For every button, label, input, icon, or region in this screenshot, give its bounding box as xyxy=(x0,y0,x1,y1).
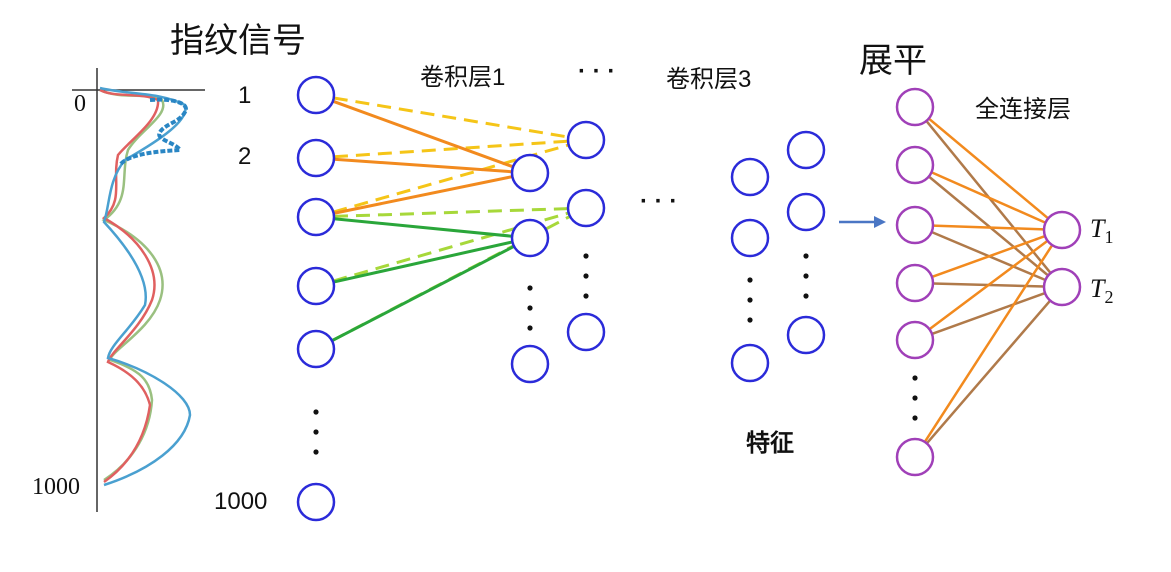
input-neuron-0 xyxy=(296,75,336,115)
f1-neuron-2 xyxy=(730,343,770,383)
ellipsis-dot-3 xyxy=(527,285,533,291)
neuron-nodes xyxy=(296,75,1082,522)
ellipsis-dot-13 xyxy=(803,273,809,279)
ellipsis-dot-1 xyxy=(313,429,319,435)
c2-neuron-0 xyxy=(566,120,606,160)
signal-curve-green xyxy=(99,88,165,482)
vertical-ellipsis-dots xyxy=(313,253,918,455)
input-neuron-3 xyxy=(296,266,336,306)
ellipsis-dot-15 xyxy=(912,375,918,381)
input-index-1000: 1000 xyxy=(214,488,268,515)
fc-edge-8 xyxy=(928,239,1049,331)
fc-edge-3 xyxy=(928,175,1049,277)
features-label: 特征 xyxy=(746,430,794,457)
input-neuron-1 xyxy=(296,138,336,178)
signal-tick-zero: 0 xyxy=(74,91,86,117)
signal-curve-blue-spiral xyxy=(118,97,188,167)
fc-edge-9 xyxy=(931,291,1046,336)
fc-edge-4 xyxy=(932,224,1045,231)
fc-edge-11 xyxy=(925,299,1052,445)
output-t2-label: T2 xyxy=(1090,274,1114,308)
ellipsis-dot-4 xyxy=(527,305,533,311)
ellipsis-dot-8 xyxy=(583,293,589,299)
conv-edge-dashed-3 xyxy=(333,207,569,218)
layer-ellipsis-middle: · · · xyxy=(640,188,678,215)
c2-neuron-2 xyxy=(566,312,606,352)
conv-layer-3-label: 卷积层3 xyxy=(666,66,752,93)
ellipsis-dot-0 xyxy=(313,409,319,415)
ellipsis-dot-16 xyxy=(912,395,918,401)
input-neuron-2 xyxy=(296,197,336,237)
fully-connected-label: 全连接层 xyxy=(975,96,1071,123)
flat-neuron-5 xyxy=(895,437,935,477)
connection-edges xyxy=(331,96,1054,445)
f2-neuron-2 xyxy=(786,315,826,355)
conv-edge-solid-0 xyxy=(332,99,514,169)
ellipsis-dot-14 xyxy=(803,293,809,299)
f1-neuron-0 xyxy=(730,157,770,197)
conv-edge-solid-1 xyxy=(333,157,513,174)
conv-edge-solid-5 xyxy=(331,244,515,343)
fc-edge-10 xyxy=(923,244,1054,443)
conv-edge-solid-2 xyxy=(333,175,513,215)
flatten-arrow-head xyxy=(874,216,886,228)
f2-neuron-0 xyxy=(786,130,826,170)
fc-edge-2 xyxy=(930,171,1047,224)
f1-neuron-1 xyxy=(730,218,770,258)
flat-neuron-3 xyxy=(895,263,935,303)
conv-edge-solid-3 xyxy=(333,217,513,238)
input-index-2: 2 xyxy=(238,143,252,170)
ellipsis-dot-9 xyxy=(747,277,753,283)
out-neuron-0 xyxy=(1042,210,1082,250)
conv-edge-solid-4 xyxy=(333,240,513,284)
ellipsis-dot-7 xyxy=(583,273,589,279)
flatten-title: 展平 xyxy=(859,42,927,80)
ellipsis-dot-17 xyxy=(912,415,918,421)
ellipsis-dot-2 xyxy=(313,449,319,455)
c1-neuron-0 xyxy=(510,153,550,193)
layer-ellipsis-top: · · · xyxy=(578,58,616,85)
fingerprint-signal-title: 指纹信号 xyxy=(170,22,306,60)
signal-curve-blue xyxy=(99,86,192,487)
fingerprint-signal-plot xyxy=(72,68,205,512)
conv-layer-1-label: 卷积层1 xyxy=(420,64,506,91)
flat-neuron-1 xyxy=(895,145,935,185)
out-neuron-1 xyxy=(1042,267,1082,307)
input-neuron-5 xyxy=(296,482,336,522)
flat-neuron-0 xyxy=(895,87,935,127)
ellipsis-dot-12 xyxy=(803,253,809,259)
f2-neuron-1 xyxy=(786,192,826,232)
output-t1-label: T1 xyxy=(1090,214,1114,248)
c2-neuron-1 xyxy=(566,188,606,228)
signal-tick-thousand: 1000 xyxy=(32,474,80,500)
input-index-1: 1 xyxy=(238,82,252,109)
fc-edge-0 xyxy=(928,117,1049,220)
ellipsis-dot-10 xyxy=(747,297,753,303)
conv-edge-dashed-0 xyxy=(333,96,569,139)
input-neuron-4 xyxy=(296,329,336,369)
flat-neuron-2 xyxy=(895,205,935,245)
ellipsis-dot-11 xyxy=(747,317,753,323)
fc-edge-6 xyxy=(931,234,1046,279)
c1-neuron-2 xyxy=(510,344,550,384)
conv-edge-dashed-1 xyxy=(333,139,569,159)
signal-curve-red xyxy=(99,88,160,484)
flat-neuron-4 xyxy=(895,320,935,360)
ellipsis-dot-5 xyxy=(527,325,533,331)
c1-neuron-1 xyxy=(510,218,550,258)
ellipsis-dot-6 xyxy=(583,253,589,259)
